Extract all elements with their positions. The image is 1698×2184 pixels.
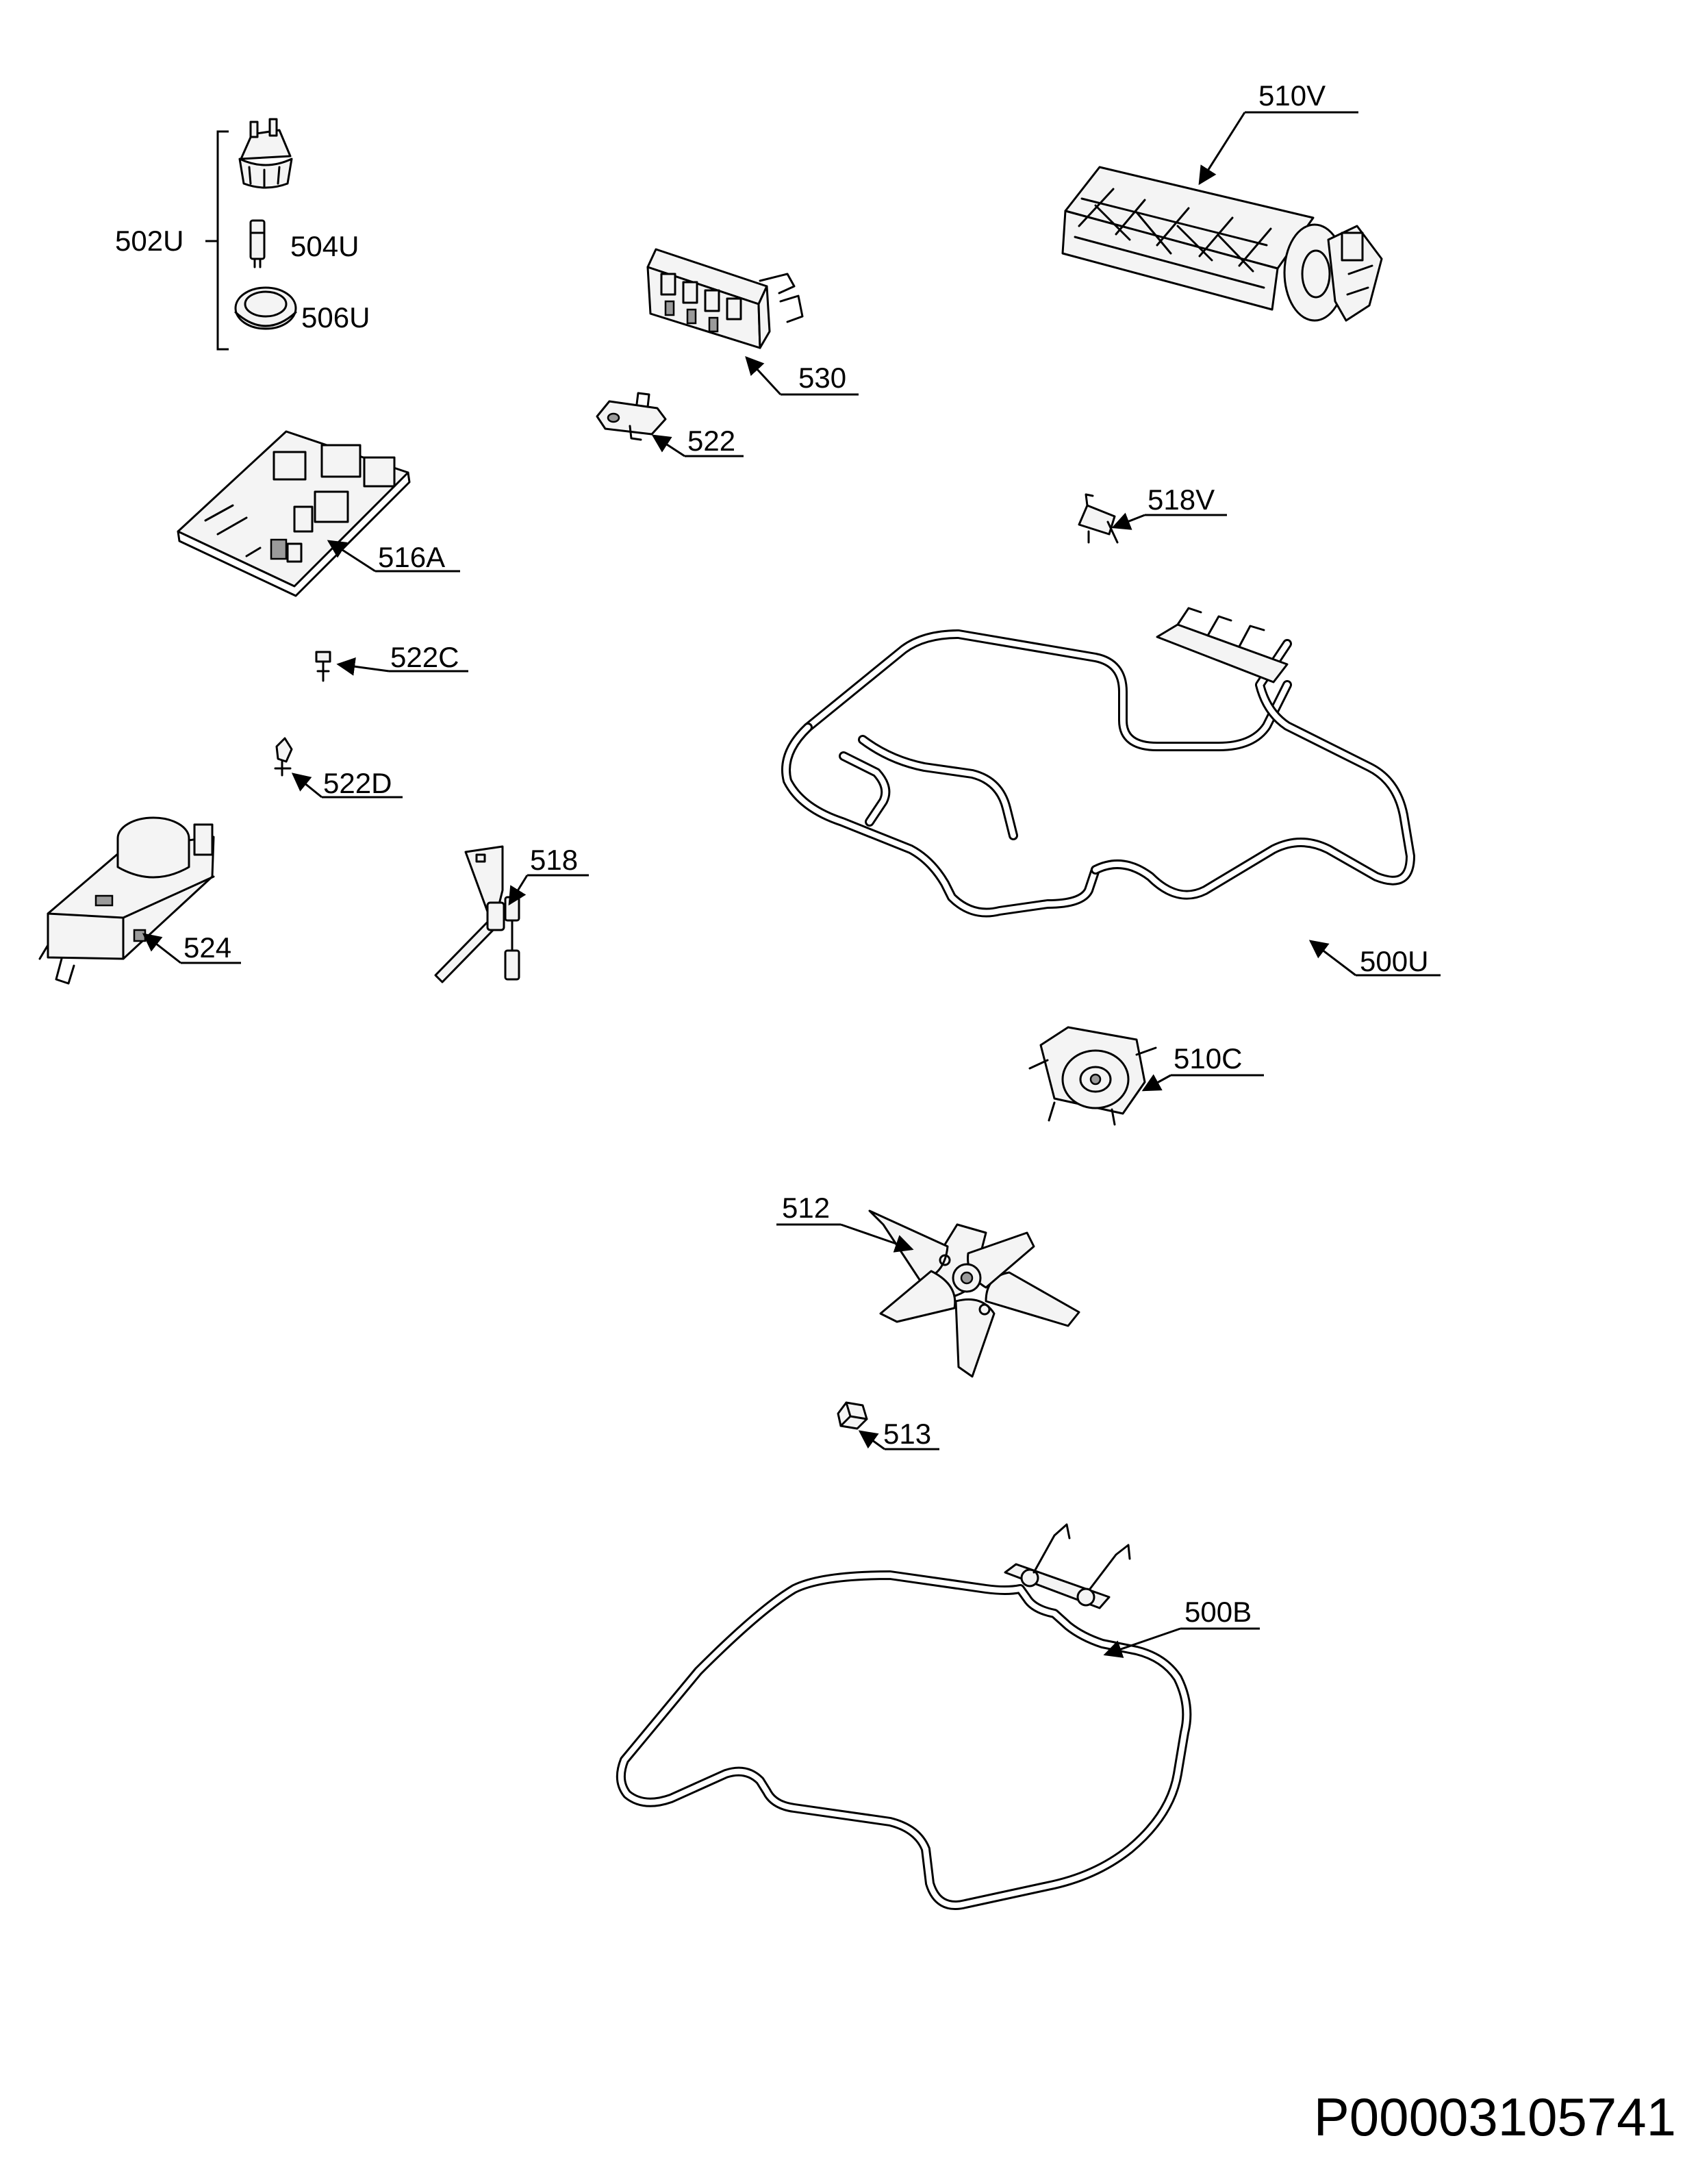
callout-510C: 510C xyxy=(1174,1042,1242,1075)
part-510C-convection-motor xyxy=(1028,1026,1264,1126)
leader-522D xyxy=(291,773,322,799)
part-530-terminal-block xyxy=(646,248,859,396)
callout-502U: 502U xyxy=(115,225,183,257)
callout-512: 512 xyxy=(782,1192,830,1224)
part-500U-upper-heating-element xyxy=(781,607,1441,977)
part-506U-cap xyxy=(234,286,297,330)
callout-524: 524 xyxy=(183,931,231,964)
leader-518V xyxy=(1111,512,1145,530)
part-516A-control-board xyxy=(177,430,460,597)
leader-500B xyxy=(1103,1627,1181,1658)
leader-524 xyxy=(142,933,181,964)
leader-518 xyxy=(508,875,529,906)
callout-504U: 504U xyxy=(290,230,359,262)
callout-522D: 522D xyxy=(323,767,392,799)
callout-500U: 500U xyxy=(1360,945,1428,977)
callout-510V: 510V xyxy=(1258,79,1326,112)
leader-500U xyxy=(1308,940,1356,977)
callout-516A: 516A xyxy=(378,541,445,573)
part-502U-knob xyxy=(238,118,293,189)
callout-530: 530 xyxy=(798,362,846,394)
callout-506U: 506U xyxy=(301,301,370,334)
leader-516A xyxy=(327,540,376,573)
callout-522C: 522C xyxy=(390,641,459,673)
part-518-sensor xyxy=(434,845,589,983)
leader-530 xyxy=(745,356,782,396)
leader-512 xyxy=(840,1223,914,1253)
callout-500B: 500B xyxy=(1184,1596,1252,1628)
leader-510V xyxy=(1198,112,1246,186)
callout-518: 518 xyxy=(530,844,578,876)
leader-510C xyxy=(1141,1074,1171,1092)
part-522C-clip xyxy=(315,651,468,682)
part-512-fan-blade xyxy=(776,1209,1080,1378)
part-518V-clip xyxy=(1078,493,1227,544)
leader-522C xyxy=(336,657,390,676)
part-500B-lower-heating-element xyxy=(616,1523,1260,1910)
callout-518V: 518V xyxy=(1148,484,1215,516)
leader-522 xyxy=(651,434,685,457)
part-510V-cooling-fan xyxy=(1061,111,1383,322)
part-522D-clip xyxy=(274,737,403,799)
callout-522: 522 xyxy=(687,425,735,457)
leader-513 xyxy=(858,1430,885,1451)
document-id: P00003105741 xyxy=(1314,2087,1676,2147)
part-524-door-lock xyxy=(38,816,241,985)
part-504U-spindle xyxy=(249,219,266,268)
knob-assembly-group: 502U 504U 506U xyxy=(115,118,370,351)
part-513-nut xyxy=(837,1401,939,1451)
part-522-bracket xyxy=(596,392,744,457)
callout-513: 513 xyxy=(883,1418,931,1450)
group-bracket xyxy=(205,130,229,351)
